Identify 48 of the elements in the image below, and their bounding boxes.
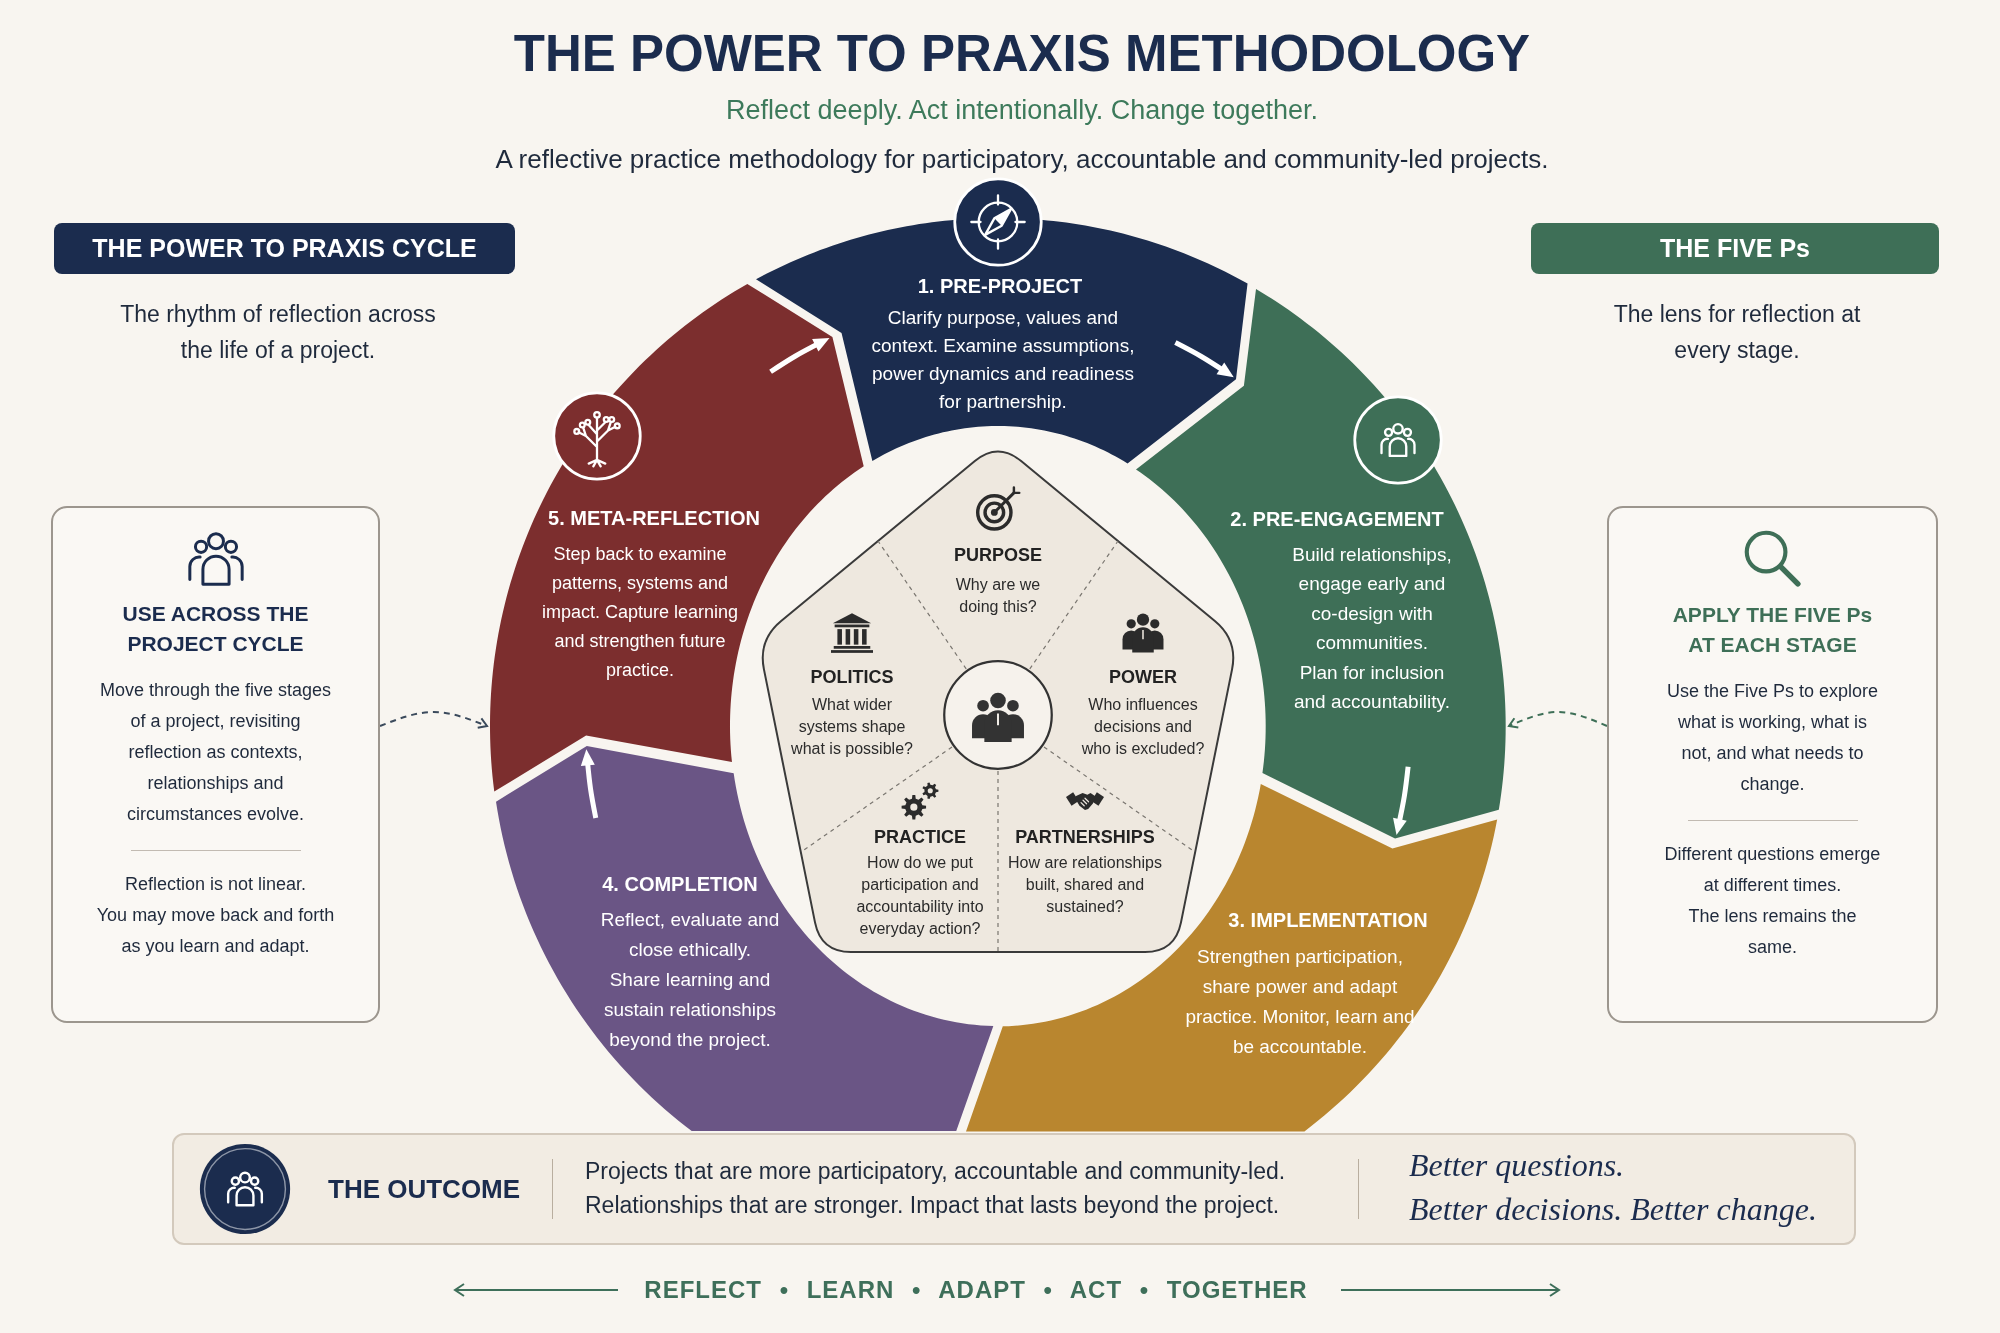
lens-heading: PRACTICE xyxy=(874,826,966,848)
motto: REFLECT • LEARN • ADAPT • ACT • TOGETHER xyxy=(644,1275,1308,1305)
lens-heading: POLITICS xyxy=(810,666,894,688)
stage-description: Build relationships, engage early and co-design with communities. Plan for inclusion and accountability. xyxy=(1291,543,1453,715)
title: THE POWER TO PRAXIS METHODOLOGY xyxy=(513,24,1531,84)
lens-question: Who influences decisions and who is excluded? xyxy=(1080,695,1206,759)
stage-heading: 5. META-REFLECTION xyxy=(548,506,760,531)
flow-arrow xyxy=(1174,340,1234,378)
lens-question: What wider systems shape what is possible? xyxy=(790,695,914,759)
dashed-arrow xyxy=(1508,711,1608,729)
stage-description: Clarify purpose, values and context. Examine assumptions, power dynamics and readiness for partnership. xyxy=(870,306,1136,414)
header-bar xyxy=(54,223,515,274)
stage-heading: 1. PRE-PROJECT xyxy=(917,274,1083,299)
stage-heading: 2. PRE-ENGAGEMENT xyxy=(1230,507,1444,532)
tagline: Reflect deeply. Act intentionally. Change together. xyxy=(726,94,1318,127)
info-card xyxy=(1607,506,1938,1023)
lens-heading: PARTNERSHIPS xyxy=(1015,826,1155,848)
lens-question: How do we put participation and accountability into everyday action? xyxy=(855,853,985,939)
stage-heading: 4. COMPLETION xyxy=(602,872,758,897)
stage-description: Step back to examine patterns, systems and impact. Capture learning and strengthen future practice. xyxy=(540,543,740,682)
stage-heading: 3. IMPLEMENTATION xyxy=(1228,908,1428,933)
card-heading: USE ACROSS THE PROJECT CYCLE xyxy=(121,601,310,657)
flow-arrow xyxy=(769,338,830,374)
subtitle: A reflective practice methodology for participatory, accountable and community-led projects. xyxy=(495,143,1549,175)
stage-description: Strengthen participation, share power and adapt practice. Monitor, learn and be accountable. xyxy=(1184,945,1416,1059)
banner-slogan: Better questions. Better decisions. Better change. xyxy=(1409,1146,1818,1229)
section-heading: THE FIVE Ps xyxy=(1659,234,1810,263)
card-text: Move through the five stages of a project, revisiting reflection as contexts, relationships and circumstances evolve. xyxy=(98,679,333,826)
dashed-arrow xyxy=(379,711,488,729)
flow-arrow xyxy=(580,749,599,819)
section-description: The rhythm of reflection across the life of a project. xyxy=(119,300,437,365)
card-heading: APPLY THE FIVE Ps AT EACH STAGE xyxy=(1671,602,1874,658)
lens-question: How are relationships built, shared and sustained? xyxy=(1007,853,1163,917)
info-card xyxy=(51,506,380,1023)
flow-arrow xyxy=(1393,766,1411,835)
banner-heading: THE OUTCOME xyxy=(328,1173,521,1205)
section-description: The lens for reflection at every stage. xyxy=(1612,300,1862,365)
outcome-banner xyxy=(172,1133,1856,1245)
section-heading: THE POWER TO PRAXIS CYCLE xyxy=(92,234,477,263)
card-text: Different questions emerge at different times. The lens remains the same. xyxy=(1663,843,1882,959)
card-text: Use the Five Ps to explore what is working, what is not, and what needs to change. xyxy=(1665,680,1880,796)
lens-question: Why are we doing this? xyxy=(954,575,1042,617)
stage-description: Reflect, evaluate and close ethically. Share learning and sustain relationships beyond the project. xyxy=(599,908,781,1052)
banner-text: Projects that are more participatory, accountable and community-led. Relationships that are stronger. Impact that lasts beyond the project. xyxy=(585,1157,1287,1220)
lens-heading: POWER xyxy=(1109,666,1177,688)
header-bar xyxy=(1531,223,1939,274)
lens-heading: PURPOSE xyxy=(954,544,1042,566)
card-text: Reflection is not linear. You may move back and forth as you learn and adapt. xyxy=(96,873,335,958)
